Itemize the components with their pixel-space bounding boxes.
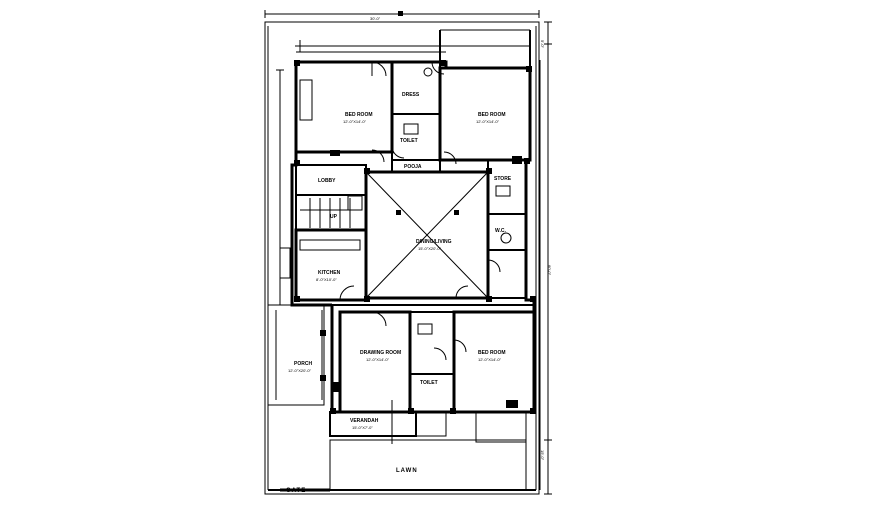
drawing-room-label: DRAWING ROOM <box>360 350 401 356</box>
porch-size: 12'-0"X20'-0" <box>288 368 312 373</box>
store-label: STORE <box>494 176 512 182</box>
lower-toilet-block <box>409 311 455 413</box>
dress-label: DRESS <box>402 92 420 98</box>
kitchen-label: KITCHEN <box>318 270 341 276</box>
lobby-stair <box>295 164 367 231</box>
bed-room-top-right-size: 12'-0"X14'-0" <box>476 119 500 124</box>
dining-living <box>364 170 490 300</box>
lobby-label: LOBBY <box>318 178 336 184</box>
lawn-label: LAWN <box>396 468 418 474</box>
bed-room-bottom <box>452 310 536 414</box>
bed-room-bottom-size: 12'-0"X14'-0" <box>478 357 502 362</box>
kitchen <box>279 228 368 302</box>
dining-living-size: 15'-0"X20'-0" <box>418 246 442 251</box>
overall-depth-text: 60'-0" <box>547 265 552 276</box>
wc-label: W.C. <box>495 228 506 234</box>
lawn <box>329 439 527 491</box>
bed-room-top-left-size: 12'-0"X14'-0" <box>343 119 367 124</box>
verandah-label: VERANDAH <box>350 418 379 424</box>
drawing-room-size: 12'-0"X14'-0" <box>366 357 390 362</box>
right-service-block <box>487 159 527 299</box>
lower-wing-walls <box>330 300 536 414</box>
overall-width-text: 30'-0" <box>370 16 381 21</box>
dimension-lines <box>264 10 552 495</box>
bed-room-bottom-label: BED ROOM <box>478 350 506 356</box>
bed-room-top-right-label: BED ROOM <box>478 112 506 118</box>
porch-label: PORCH <box>294 361 312 367</box>
pooja-label: POOJA <box>404 164 422 170</box>
drawing-room <box>332 310 412 414</box>
toilet-dress-block <box>391 61 445 161</box>
verandah <box>329 400 527 444</box>
verandah-size: 15'-0"X7'-0" <box>352 425 373 430</box>
kitchen-size: 8'-0"X10'-0" <box>316 277 337 282</box>
gate-label: GATE <box>286 488 306 494</box>
porch <box>267 304 326 406</box>
up-label: UP <box>330 214 338 220</box>
toilet-label: TOILET <box>400 138 418 144</box>
bed-room-top-left-label: BED ROOM <box>345 112 373 118</box>
bottom-right-dim-text: 15'-0" <box>540 450 545 461</box>
top-right-dim-text: 5'-0" <box>540 40 545 49</box>
dining-living-label: DINING/LIVING <box>416 239 452 245</box>
lower-toilet-label: TOILET <box>420 380 438 386</box>
column-markers <box>294 60 536 414</box>
bed-room-top-left <box>294 60 394 156</box>
